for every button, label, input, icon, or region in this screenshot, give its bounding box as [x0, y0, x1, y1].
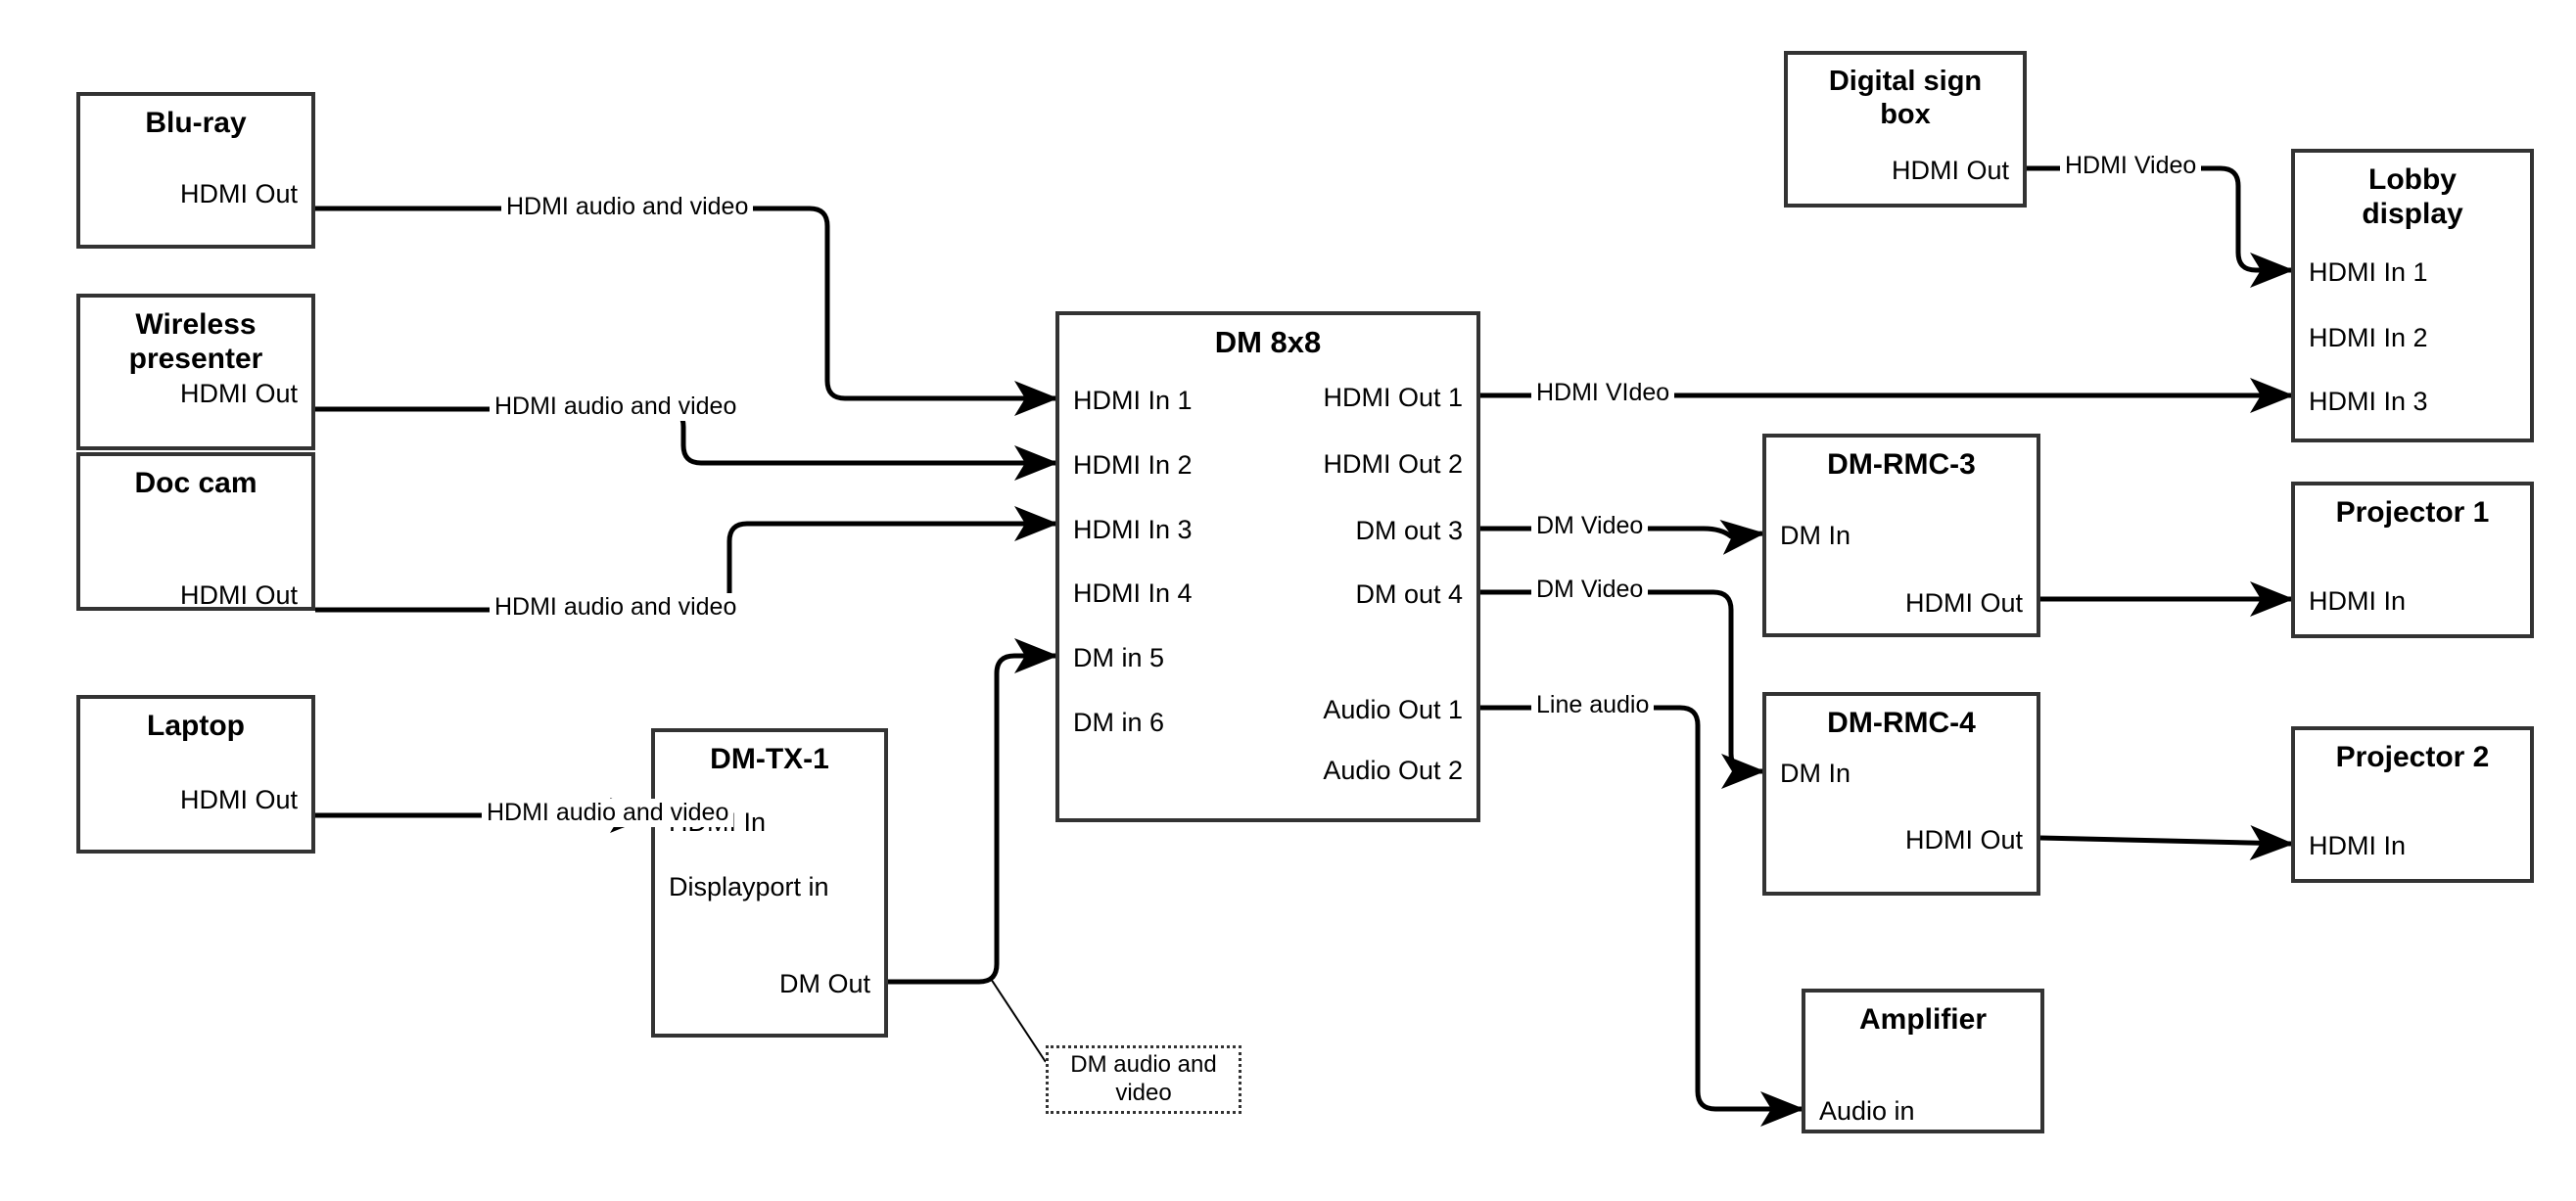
port-rmc3-1[interactable]: HDMI Out [1904, 588, 2023, 618]
device-title-proj1: Projector 1 [2335, 496, 2490, 529]
device-title-dmtx1: DM-TX-1 [710, 743, 829, 775]
connection-out4-to-rmc4 [1480, 589, 1766, 790]
connection-audio1-to-amp [1480, 705, 1805, 1128]
connection-tx1-to-in5 [888, 638, 1059, 985]
port-lobby-2[interactable]: HDMI In 3 [2309, 387, 2428, 416]
device-proj2[interactable]: Projector 2 HDMI In [2291, 726, 2534, 883]
port-lobby-1[interactable]: HDMI In 2 [2309, 323, 2428, 352]
device-title-bluray: Blu-ray [145, 107, 247, 139]
device-title-proj2: Projector 2 [2335, 741, 2490, 773]
port-dm8x8-8[interactable]: DM out 3 [1355, 516, 1463, 545]
port-dmtx1-1[interactable]: Displayport in [669, 872, 829, 901]
device-title-rmc3: DM-RMC-3 [1827, 448, 1976, 481]
port-dm8x8-1[interactable]: HDMI In 2 [1073, 450, 1193, 480]
port-dm8x8-7[interactable]: HDMI Out 2 [1323, 449, 1463, 479]
wire-label-bluray-to-in1: HDMI audio and video [501, 193, 754, 221]
device-title-rmc4: DM-RMC-4 [1827, 707, 1976, 739]
port-lobby-0[interactable]: HDMI In 1 [2309, 257, 2428, 287]
device-title-doccam: Doc cam [134, 467, 258, 499]
wire-label-out4-to-rmc4: DM Video [1531, 576, 1649, 604]
port-dm8x8-9[interactable]: DM out 4 [1355, 579, 1463, 609]
port-proj2-0[interactable]: HDMI In [2309, 831, 2407, 860]
connection-out3-to-rmc3 [1480, 519, 1765, 555]
connection-rmc4-to-proj2 [2039, 825, 2294, 861]
connection-sign-to-lobby1 [2027, 165, 2295, 289]
connection-note-leader [990, 978, 1047, 1063]
port-dm8x8-6[interactable]: HDMI Out 1 [1323, 383, 1463, 412]
port-dm8x8-5[interactable]: DM in 6 [1073, 708, 1165, 737]
wire-label-out3-to-rmc3: DM Video [1531, 512, 1649, 540]
wire-label-audio1-to-amp: Line audio [1531, 691, 1655, 719]
wire-label-laptop-to-tx1: HDMI audio and video [482, 799, 734, 827]
port-dm8x8-10[interactable]: Audio Out 1 [1323, 695, 1463, 724]
port-dm8x8-2[interactable]: HDMI In 3 [1073, 515, 1193, 544]
port-doccam-0[interactable]: HDMI Out [179, 580, 298, 610]
port-signbox-0[interactable]: HDMI Out [1891, 156, 2009, 185]
port-wireless-0[interactable]: HDMI Out [179, 379, 298, 408]
device-rmc4[interactable]: DM-RMC-4 DM In HDMI Out [1762, 692, 2040, 896]
port-rmc4-1[interactable]: HDMI Out [1904, 825, 2023, 855]
port-laptop-0[interactable]: HDMI Out [179, 785, 298, 814]
port-dm8x8-3[interactable]: HDMI In 4 [1073, 578, 1193, 608]
device-title-laptop: Laptop [147, 710, 245, 742]
connection-bluray-to-in1 [315, 206, 1059, 417]
wire-label-out1-to-lobby3: HDMI VIdeo [1531, 379, 1675, 407]
device-title-amp: Amplifier [1858, 1003, 1988, 1036]
port-bluray-0[interactable]: HDMI Out [179, 179, 298, 208]
wire-label-wireless-to-in2: HDMI audio and video [490, 393, 742, 421]
port-rmc4-0[interactable]: DM In [1780, 759, 1851, 788]
port-dmtx1-2[interactable]: DM Out [778, 969, 870, 998]
device-title-dm8x8: DM 8x8 [1214, 325, 1322, 359]
port-dm8x8-0[interactable]: HDMI In 1 [1073, 386, 1193, 415]
wire-label-sign-to-lobby1: HDMI Video [2060, 152, 2202, 180]
port-rmc3-0[interactable]: DM In [1780, 521, 1851, 550]
device-rmc3[interactable]: DM-RMC-3 DM In HDMI Out [1762, 434, 2040, 637]
port-proj1-0[interactable]: HDMI In [2309, 586, 2407, 616]
port-dm8x8-4[interactable]: DM in 5 [1073, 643, 1165, 672]
port-dm8x8-11[interactable]: Audio Out 2 [1323, 756, 1463, 785]
device-proj1[interactable]: Projector 1 HDMI In [2291, 482, 2534, 638]
port-amp-0[interactable]: Audio in [1819, 1096, 1915, 1126]
wire-label-doccam-to-in3: HDMI audio and video [490, 593, 742, 622]
